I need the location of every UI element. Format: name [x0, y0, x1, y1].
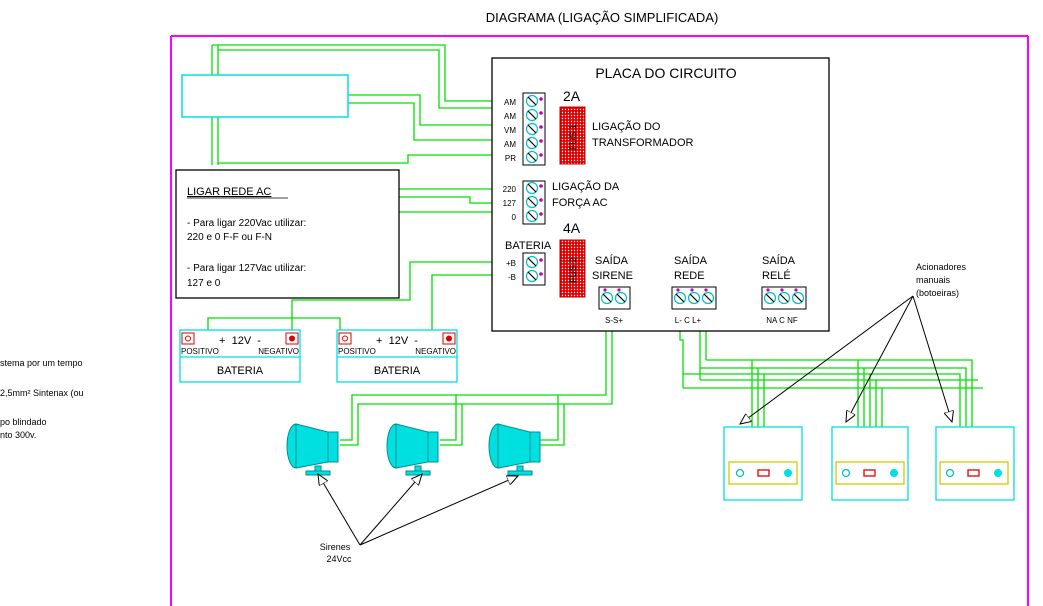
ac-note-heading: LIGAR REDE AC: [187, 186, 271, 198]
fuse-2-label: FUS 2: [568, 257, 578, 283]
net-output-label-1: SAÍDA: [674, 254, 708, 267]
side-note-2: 2,5mm² Sintenax (ou: [0, 388, 84, 398]
board-battery-label: BATERIA: [505, 240, 552, 252]
relay-output-terminal: [761, 286, 807, 310]
siren-output-label-1: SAÍDA: [595, 254, 629, 267]
terminal-0: 0: [512, 213, 517, 222]
fuse-1-label: FUS 1: [568, 124, 578, 150]
net-output-pins: L- C L+: [675, 316, 702, 325]
siren-1: [286, 423, 339, 476]
battery-1-voltage: + 12V -: [219, 335, 261, 347]
enclosure-frame: [170, 35, 1029, 606]
terminal-am-2: AM: [504, 112, 516, 121]
battery-terminal-block: +B -B: [506, 252, 546, 286]
terminal-127: 127: [503, 199, 517, 208]
ac-terminal-block: 220 127 0: [503, 180, 546, 225]
actuators-label-3: (botoeiras): [916, 288, 959, 298]
siren-output-pins: S-S+: [605, 316, 623, 325]
relay-output-label-1: SAÍDA: [762, 254, 796, 267]
actuators-label-2: manuais: [916, 275, 951, 285]
sirens-label-2: 24Vcc: [326, 554, 352, 564]
transformer-terminal-block: AM AM VM AM PR: [504, 92, 546, 166]
relay-output-pins: NA C NF: [766, 316, 798, 325]
fuse-1: 2A FUS 1: [559, 88, 586, 165]
transformer-link-label-1: LIGAÇÃO DO: [592, 120, 661, 133]
terminal-220: 220: [503, 185, 517, 194]
battery-2: + 12V - POSITIVO NEGATIVO BATERIA: [336, 329, 458, 383]
transformer: [181, 74, 349, 118]
siren-output-terminal: [598, 286, 631, 310]
siren-output-label-2: SIRENE: [592, 270, 633, 282]
push-button-1: [723, 426, 803, 501]
ac-note-line1: - Para ligar 220Vac utilizar:: [187, 218, 306, 229]
battery-1-negative: NEGATIVO: [258, 347, 299, 356]
battery-1-label: BATERIA: [217, 365, 264, 377]
side-note-3: po blindado: [0, 417, 47, 427]
ac-note-box: LIGAR REDE AC - Para ligar 220Vac utiliz…: [175, 169, 400, 299]
siren-3: [488, 423, 541, 476]
circuit-board: PLACA DO CIRCUITO AM AM VM AM PR 2A: [491, 57, 830, 332]
ac-note-line3: - Para ligar 127Vac utilizar:: [187, 263, 306, 274]
net-output-terminal: [671, 286, 717, 310]
terminal-pr: PR: [505, 154, 516, 163]
push-button-3: [935, 426, 1015, 501]
battery-2-positive: POSITIVO: [338, 347, 376, 356]
actuators-label-1: Acionadores: [916, 262, 967, 272]
side-note-4: nto 300v.: [0, 430, 36, 440]
push-button-2: [831, 426, 909, 501]
ac-note-line2: 220 e 0 F-F ou F-N: [187, 232, 272, 243]
battery-2-negative: NEGATIVO: [415, 347, 456, 356]
battery-2-voltage: + 12V -: [376, 335, 418, 347]
sirens-callout: [318, 474, 518, 546]
relay-output-label-2: RELÉ: [762, 269, 791, 282]
transformer-link-label-2: TRANSFORMADOR: [592, 137, 694, 149]
side-note-1: stema por um tempo: [0, 358, 83, 368]
net-output-label-2: REDE: [674, 270, 705, 282]
fuse-1-rating: 2A: [563, 88, 581, 104]
siren-2: [386, 423, 439, 476]
sirens-label-1: Sirenes: [320, 542, 351, 552]
ac-note-line4: 127 e 0: [187, 278, 221, 289]
terminal-minus-b: -B: [508, 273, 516, 282]
wiring: [207, 44, 983, 446]
fuse-2: 4A FUS 2: [559, 220, 586, 298]
terminal-plus-b: +B: [506, 259, 516, 268]
fuse-2-rating: 4A: [563, 220, 581, 236]
actuators-callout: [740, 295, 952, 424]
terminal-am-3: AM: [504, 140, 516, 149]
battery-1: + 12V - POSITIVO NEGATIVO BATERIA: [179, 329, 301, 383]
ac-link-label-2: FORÇA AC: [552, 197, 608, 209]
side-notes: stema por um tempo 2,5mm² Sintenax (ou p…: [0, 358, 84, 440]
terminal-vm: VM: [504, 126, 516, 135]
battery-1-positive: POSITIVO: [181, 347, 219, 356]
terminal-am-1: AM: [504, 98, 516, 107]
board-title: PLACA DO CIRCUITO: [595, 65, 736, 81]
diagram-title: DIAGRAMA (LIGAÇÃO SIMPLIFICADA): [486, 10, 719, 25]
ac-link-label-1: LIGAÇÃO DA: [552, 180, 620, 193]
battery-2-label: BATERIA: [374, 365, 421, 377]
